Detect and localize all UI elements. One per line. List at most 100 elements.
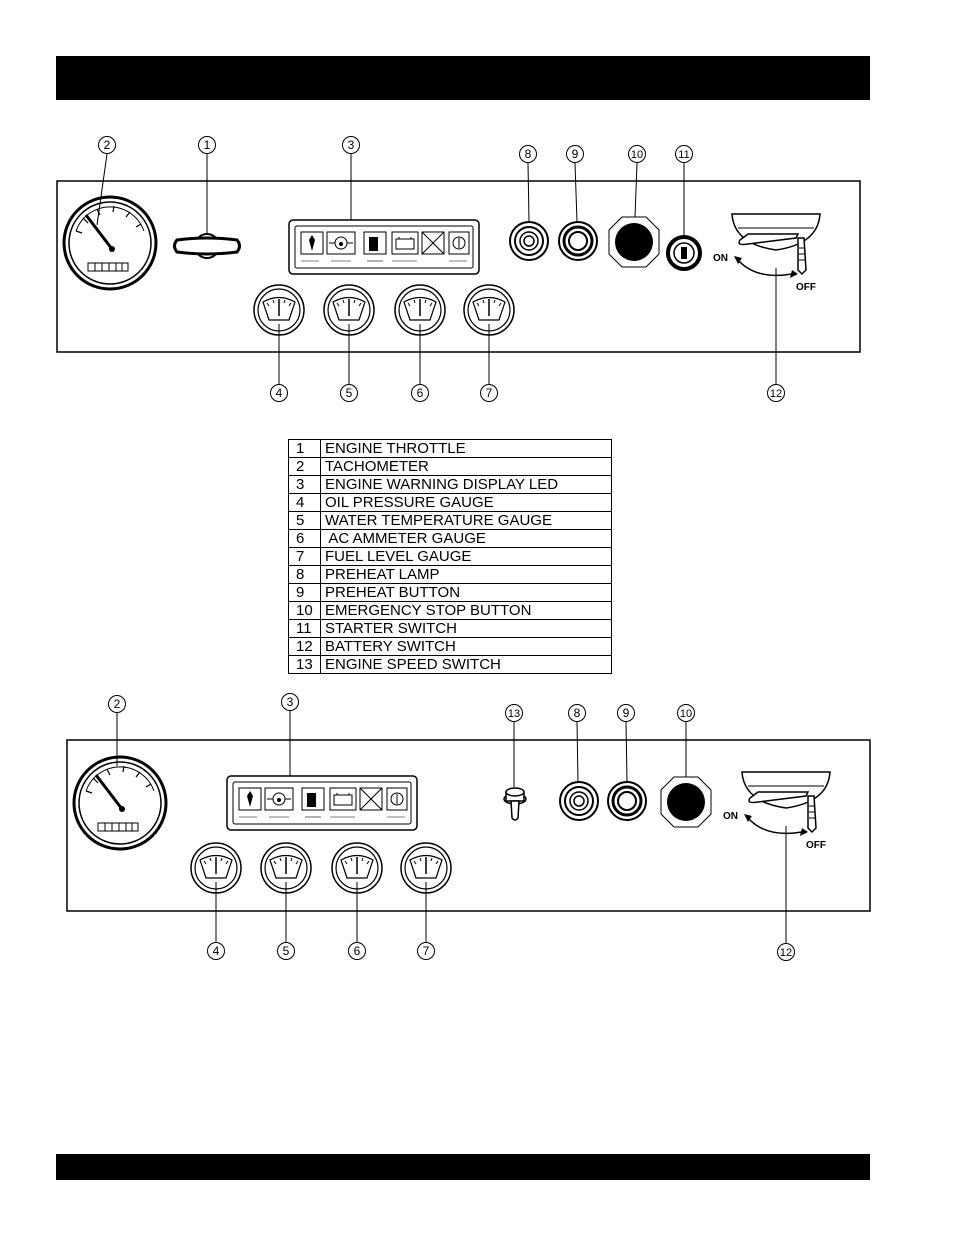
- svg-text:4: 4: [276, 386, 283, 400]
- svg-text:1: 1: [204, 138, 211, 152]
- switch-off-label: OFF: [796, 282, 816, 293]
- legend-label: ENGINE WARNING DISPLAY LED: [320, 475, 612, 494]
- legend-number: 4: [288, 493, 321, 512]
- legend-number: 2: [288, 457, 321, 476]
- svg-text:3: 3: [348, 138, 355, 152]
- legend-number: 11: [288, 619, 321, 638]
- callout-4: 4: [270, 384, 288, 402]
- svg-text:10: 10: [680, 708, 692, 720]
- emergency-stop-button-icon: [660, 776, 712, 828]
- legend-label: PREHEAT BUTTON: [320, 583, 612, 602]
- callout-10: 10: [677, 704, 695, 722]
- svg-text:11: 11: [678, 149, 689, 161]
- callout-5: 5: [340, 384, 358, 402]
- callout-2: 2: [108, 695, 126, 713]
- legend-label: ENGINE THROTTLE: [320, 439, 612, 458]
- tachometer-icon: [62, 195, 158, 291]
- callout-9: 9: [617, 704, 635, 722]
- legend-label: EMERGENCY STOP BUTTON: [320, 601, 612, 620]
- throttle-handle-icon: [173, 233, 241, 259]
- legend-number: 7: [288, 547, 321, 566]
- legend-number: 10: [288, 601, 321, 620]
- svg-text:5: 5: [346, 386, 353, 400]
- preheat-lamp-icon: [559, 781, 599, 821]
- emergency-stop-button-icon: [608, 216, 660, 268]
- legend-number: 9: [288, 583, 321, 602]
- switch-on-label: ON: [713, 253, 728, 264]
- svg-text:7: 7: [486, 386, 493, 400]
- callout-11: 11: [675, 145, 693, 163]
- svg-text:12: 12: [780, 947, 792, 959]
- legend-number: 1: [288, 439, 321, 458]
- legend-label: OIL PRESSURE GAUGE: [320, 493, 612, 512]
- svg-text:6: 6: [417, 386, 424, 400]
- tachometer-icon: [72, 755, 168, 851]
- svg-text:2: 2: [114, 697, 121, 711]
- switch-off-label: OFF: [806, 840, 826, 851]
- preheat-button-icon: [557, 220, 599, 262]
- svg-text:8: 8: [574, 706, 581, 720]
- callout-13: 13: [505, 704, 523, 722]
- callout-3: 3: [342, 136, 360, 154]
- svg-text:13: 13: [508, 708, 520, 720]
- table-row: 6 AC AMMETER GAUGE: [288, 529, 612, 548]
- svg-text:3: 3: [287, 695, 294, 709]
- svg-text:6: 6: [354, 944, 361, 958]
- callout-1: 1: [198, 136, 216, 154]
- callout-2: 2: [98, 136, 116, 154]
- switch-on-label: ON: [723, 811, 738, 822]
- legend-label: ENGINE SPEED SWITCH: [320, 655, 612, 674]
- svg-text:10: 10: [631, 149, 643, 161]
- legend-number: 13: [288, 655, 321, 674]
- callout-8: 8: [519, 145, 537, 163]
- callout-7: 7: [480, 384, 498, 402]
- preheat-lamp-icon: [509, 221, 549, 261]
- svg-text:5: 5: [283, 944, 290, 958]
- svg-text:9: 9: [623, 706, 630, 720]
- panel-2-frame: [66, 739, 871, 912]
- legend-number: 3: [288, 475, 321, 494]
- legend-number: 5: [288, 511, 321, 530]
- callout-9: 9: [566, 145, 584, 163]
- callout-8: 8: [568, 704, 586, 722]
- callout-10: 10: [628, 145, 646, 163]
- callout-12: 12: [767, 384, 785, 402]
- svg-text:12: 12: [770, 388, 782, 400]
- legend-label: PREHEAT LAMP: [320, 565, 612, 584]
- svg-text:7: 7: [423, 944, 430, 958]
- callout-6: 6: [348, 942, 366, 960]
- legend-number: 12: [288, 637, 321, 656]
- footer-bar: [56, 1154, 870, 1180]
- legend-label: TACHOMETER: [320, 457, 612, 476]
- svg-text:4: 4: [213, 944, 220, 958]
- warning-led-display-icon: [288, 219, 480, 275]
- svg-text:8: 8: [525, 147, 532, 161]
- legend-number: 6: [288, 529, 321, 548]
- warning-led-display-icon: [226, 775, 418, 831]
- engine-speed-switch-icon: [503, 787, 527, 821]
- callout-7: 7: [417, 942, 435, 960]
- svg-text:9: 9: [572, 147, 579, 161]
- legend-label: WATER TEMPERATURE GAUGE: [320, 511, 612, 530]
- callout-3: 3: [281, 693, 299, 711]
- preheat-button-icon: [606, 780, 648, 822]
- callout-5: 5: [277, 942, 295, 960]
- legend-number: 8: [288, 565, 321, 584]
- legend-label: BATTERY SWITCH: [320, 637, 612, 656]
- svg-text:2: 2: [104, 138, 111, 152]
- callout-12: 12: [777, 943, 795, 961]
